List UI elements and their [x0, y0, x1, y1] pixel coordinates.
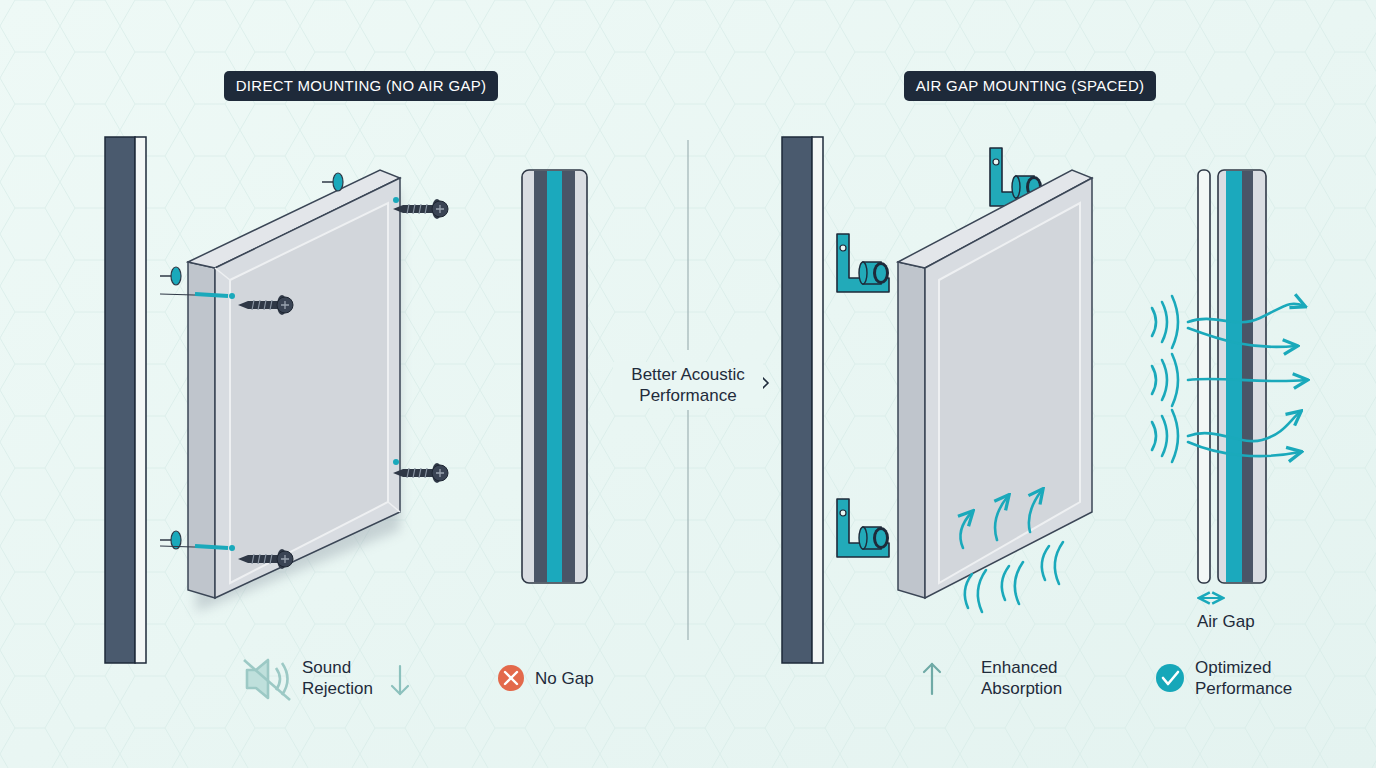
feature-label: Air Gap	[1197, 611, 1287, 632]
sound-waves-absorb	[960, 490, 1063, 612]
feature-label: Enhanced Absorption	[981, 657, 1091, 699]
no-icon	[498, 665, 524, 691]
sound-waves-pass	[1152, 296, 1306, 462]
heading-text: AIR GAP MOUNTING (SPACED)	[916, 77, 1145, 94]
feature-label: Optimized Performance	[1195, 657, 1325, 699]
section-direct	[522, 170, 587, 583]
up-arrow	[924, 664, 940, 694]
comparison-caption: Better Acoustic Performance	[613, 362, 763, 408]
wall-right	[782, 137, 823, 663]
feature-label: No Gap	[535, 668, 625, 689]
fasteners	[160, 173, 448, 569]
section-spaced	[1198, 170, 1266, 583]
down-arrow	[392, 666, 408, 694]
check-icon	[1156, 664, 1184, 692]
section-heading: DIRECT MOUNTING (NO AIR GAP)	[224, 71, 499, 101]
gap-arrow	[1200, 597, 1222, 599]
panel-spaced	[898, 170, 1092, 598]
feature-label: Sound Rejection	[302, 657, 397, 699]
wall-left	[105, 137, 146, 663]
section-heading: AIR GAP MOUNTING (SPACED)	[904, 71, 1157, 101]
panel-direct	[188, 170, 400, 612]
mute-icon	[244, 660, 290, 700]
heading-text: DIRECT MOUNTING (NO AIR GAP)	[236, 77, 487, 94]
